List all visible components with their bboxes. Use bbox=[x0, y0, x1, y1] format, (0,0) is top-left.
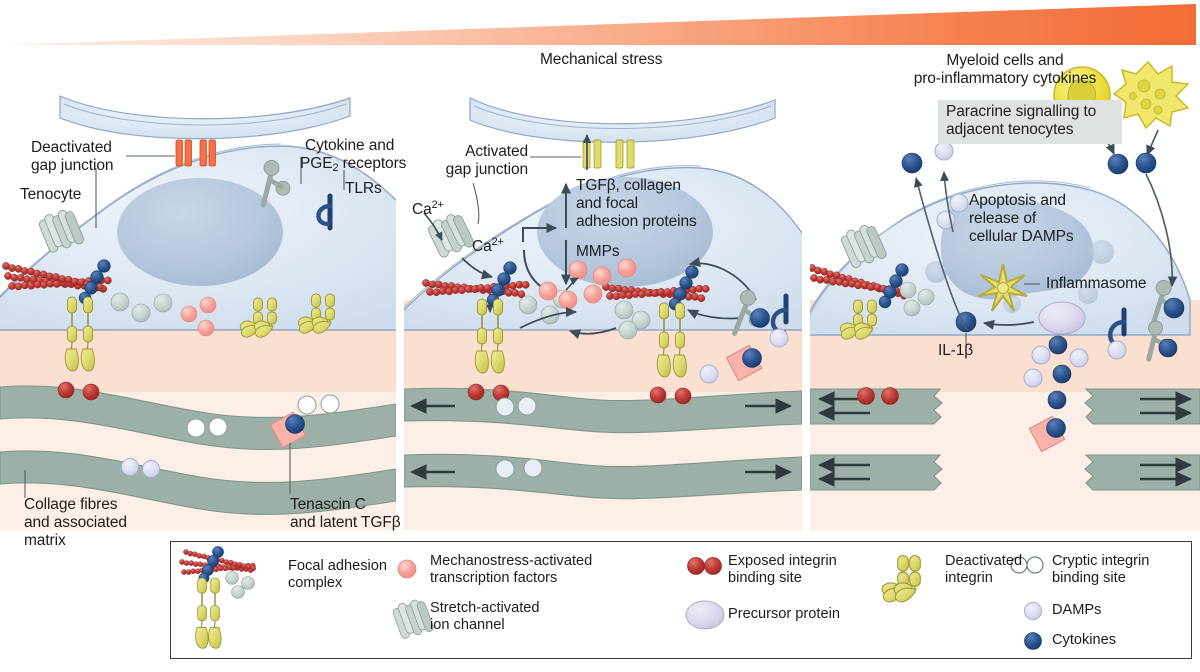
macrophage-icon bbox=[1112, 60, 1190, 130]
cryptic-integrin-binding-site bbox=[495, 396, 543, 479]
damp-particle bbox=[121, 458, 160, 478]
bound-cytokine bbox=[1163, 297, 1185, 319]
strain-arrow bbox=[409, 398, 793, 480]
precursor-protein bbox=[1038, 301, 1086, 335]
engaged-integrin bbox=[672, 302, 688, 378]
cytokine-pge2-receptors-label-line2: PGE2 receptors bbox=[300, 155, 407, 174]
legend-icons bbox=[178, 546, 1044, 650]
bound-cytokine bbox=[750, 308, 770, 328]
mechanical-stress-label: Mechanical stress bbox=[540, 51, 663, 68]
bound-damp bbox=[1107, 340, 1127, 360]
cytokine-pge2-receptors-label-line1: Cytokine and bbox=[305, 137, 395, 154]
leader-line bbox=[472, 156, 581, 225]
tenocyte-nucleus bbox=[117, 178, 283, 286]
mechanostress-transcription-factor bbox=[180, 296, 217, 337]
exposed-integrin-binding-site bbox=[467, 383, 692, 405]
cytokine-pge2-receptor-icon bbox=[260, 159, 291, 208]
nucleus-upregulated-label: TGFβ, collagen and focal adhesion protei… bbox=[576, 177, 697, 230]
engaged-integrin bbox=[474, 298, 490, 374]
legend-label-cytokines: Cytokines bbox=[1052, 632, 1117, 648]
panel-3-graphics bbox=[810, 60, 1200, 530]
released-cytokine bbox=[901, 152, 923, 174]
calcium-influx-arrow-2 bbox=[461, 257, 494, 280]
legend-label-precursor-protein: Precursor protein bbox=[728, 606, 840, 622]
paracrine-arrow bbox=[914, 171, 968, 331]
adjacent-tenocyte-body bbox=[59, 95, 351, 140]
paracrine-signalling-label: Paracrine signalling to adjacent tenocyt… bbox=[946, 103, 1097, 138]
legend-label-ion-channel: Stretch-activated ion channel bbox=[430, 600, 540, 633]
il1b-label: IL-1β bbox=[938, 342, 974, 359]
bound-damp bbox=[769, 328, 789, 348]
tenocyte-nucleus bbox=[537, 177, 713, 287]
precursor-cleavage-arrow bbox=[982, 319, 1035, 330]
damp-particle bbox=[699, 364, 719, 384]
cytokine-to-receptor-arrow bbox=[1145, 173, 1178, 288]
paracrine-signalling-box bbox=[938, 100, 1122, 144]
pink-circle-icon bbox=[397, 559, 417, 579]
activated-gap-junction-icon bbox=[582, 133, 635, 170]
strain-arrow-double bbox=[817, 391, 1193, 487]
engaged-integrin bbox=[64, 296, 80, 372]
exposed-integrin-binding-site bbox=[57, 381, 100, 401]
engaged-integrin bbox=[490, 298, 506, 374]
adjacent-tenocyte-body bbox=[469, 97, 776, 143]
focal-adhesion-complex-icon bbox=[178, 546, 257, 650]
tenascin-c-label: Tenascin C and latent TGFβ bbox=[290, 496, 401, 531]
calcium-influx-arrow bbox=[423, 212, 443, 241]
lavender-ellipse-icon bbox=[685, 600, 725, 630]
bound-cytokine bbox=[1158, 338, 1178, 358]
myeloid-cytokine bbox=[1135, 152, 1157, 174]
tenascin-c-latent-tgfb-icon bbox=[725, 344, 763, 382]
cytoplasmic-vesicle bbox=[110, 292, 173, 323]
tenocyte-label: Tenocyte bbox=[20, 186, 82, 203]
calcium-intracellular-label: Ca2+ bbox=[472, 236, 504, 256]
engaged-integrin bbox=[656, 302, 672, 378]
mechanical-stress-gradient bbox=[4, 4, 1196, 45]
tenascin-c-latent-tgfb-icon bbox=[269, 411, 307, 449]
dark-blue-circle-icon bbox=[1024, 632, 1042, 650]
legend-label-deactivated-integrin: Deactivated integrin bbox=[945, 553, 1023, 586]
legend-label-damps: DAMPs bbox=[1052, 602, 1102, 618]
white-double-circle-icon bbox=[1010, 556, 1044, 574]
legend-label-transcription-factors: Mechanostress-activated transcription fa… bbox=[430, 553, 593, 586]
cryptic-integrin-binding-site bbox=[186, 394, 340, 438]
calcium-extracellular-label: Ca2+ bbox=[412, 199, 444, 219]
cytoplasmic-vesicle bbox=[899, 281, 935, 317]
engaged-integrin bbox=[80, 296, 96, 372]
apoptosis-damps-label: Apoptosis and release of cellular DAMPs bbox=[969, 192, 1074, 245]
legend-label-cryptic-integrin: Cryptic integrin binding site bbox=[1052, 553, 1150, 586]
focal-adhesion-complex-icon bbox=[810, 263, 914, 309]
myeloid-cells-label: Myeloid cells and pro-inflammatory cytok… bbox=[913, 52, 1097, 87]
tlr-receptor-icon bbox=[316, 193, 333, 231]
extracellular-particles bbox=[1023, 335, 1089, 410]
red-double-circle-icon bbox=[687, 557, 722, 575]
tlrs-label: TLRs bbox=[345, 180, 382, 197]
exposed-integrin-binding-site bbox=[857, 387, 899, 405]
deactivated-gap-junction-label: Deactivated gap junction bbox=[31, 139, 114, 174]
activated-gap-junction-label: Activated gap junction bbox=[445, 143, 529, 178]
panel-2-graphics bbox=[404, 97, 802, 530]
collagen-fibres-label: Collage fibres and associated matrix bbox=[24, 496, 127, 549]
mechanostress-transcription-factor bbox=[538, 258, 637, 310]
panel-1-graphics bbox=[0, 95, 396, 530]
legend-label-focal-adhesion-complex: Focal adhesion complex bbox=[288, 558, 387, 591]
released-damp bbox=[934, 141, 954, 161]
legend-label-exposed-integrin: Exposed integrin binding site bbox=[728, 553, 837, 586]
inflammasome-label: Inflammasome bbox=[1046, 275, 1147, 292]
pale-lavender-circle-icon bbox=[1024, 602, 1042, 620]
deactivated-gap-junction-icon bbox=[175, 139, 216, 167]
leader-line bbox=[24, 155, 345, 498]
nucleus-downregulated-label: MMPs bbox=[576, 243, 620, 260]
inflammasome-icon bbox=[978, 263, 1028, 312]
tenascin-c-latent-tgfb-icon bbox=[1028, 415, 1066, 453]
myeloid-cytokine bbox=[1107, 153, 1129, 175]
